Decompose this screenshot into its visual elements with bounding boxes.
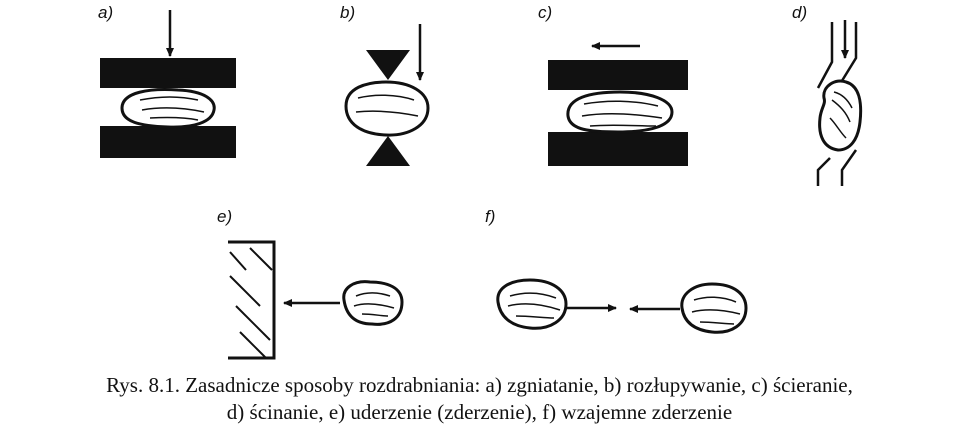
panel-b-label: b)	[340, 3, 355, 22]
panel-c-label: c)	[538, 3, 552, 22]
panel-d-shearing: d)	[792, 3, 863, 186]
grain-texture	[581, 100, 663, 127]
panel-e-impact: e)	[217, 207, 404, 360]
grain-particle	[342, 280, 404, 326]
lower-plate	[100, 126, 236, 158]
lower-blade-right	[840, 149, 858, 186]
impact-wall	[228, 240, 276, 360]
panel-d-label: d)	[792, 3, 807, 22]
figure-caption: Rys. 8.1. Zasadnicze sposoby rozdrabnian…	[0, 372, 959, 426]
lower-wedge	[366, 136, 410, 166]
upper-wedge	[366, 50, 410, 80]
lower-plate	[548, 132, 688, 166]
lower-blade-left	[816, 157, 831, 186]
crushing-methods-figure: a) b) c) d) e)	[98, 3, 863, 360]
panel-f-mutual-collision: f)	[485, 207, 748, 334]
grain-texture	[507, 292, 561, 319]
grain-texture	[829, 91, 853, 139]
grain-texture	[353, 292, 395, 317]
upper-blade-left	[816, 22, 834, 89]
caption-line-1: Rys. 8.1. Zasadnicze sposoby rozdrabnian…	[106, 373, 853, 397]
panel-c-abrasion: c)	[538, 3, 688, 166]
grain-texture	[139, 96, 205, 121]
grain-particle	[818, 79, 863, 152]
wall-hatching	[229, 247, 273, 359]
grain-particle	[344, 80, 430, 137]
grain-particle-right	[680, 282, 748, 334]
upper-plate	[548, 60, 688, 90]
panel-f-label: f)	[485, 207, 495, 226]
grain-texture	[355, 94, 419, 117]
caption-line-2: d) ścinanie, e) uderzenie (zderzenie), f…	[226, 400, 733, 424]
panel-e-label: e)	[217, 207, 232, 226]
upper-plate	[100, 58, 236, 88]
panel-b-splitting: b)	[340, 3, 430, 166]
grain-particle	[566, 90, 674, 134]
panel-a-crushing: a)	[98, 3, 236, 158]
panel-a-label: a)	[98, 3, 113, 22]
grain-texture	[691, 296, 741, 325]
upper-blade-right	[838, 22, 858, 85]
